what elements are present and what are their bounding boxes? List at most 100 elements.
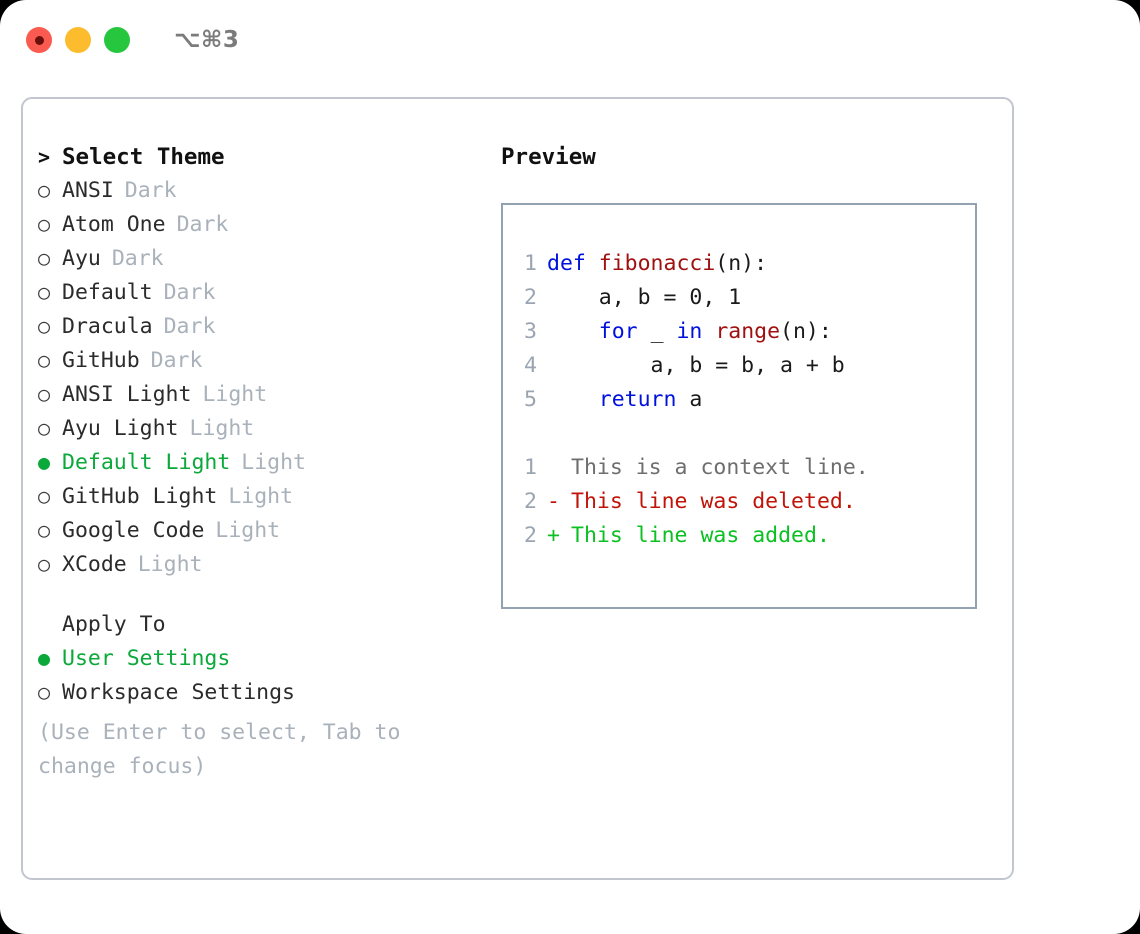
theme-variant-badge: Dark [163, 280, 216, 305]
radio-selected-icon: ● [38, 450, 51, 474]
preview-spacer [503, 417, 975, 451]
minimize-button[interactable] [65, 27, 91, 53]
theme-name: Default Light [62, 450, 231, 475]
theme-list-item[interactable]: ○ Dracula Dark [38, 314, 478, 348]
code-text: a, b = b, a + b [547, 349, 845, 383]
apply-to-label: Workspace Settings [62, 680, 295, 705]
preview-title: Preview [501, 144, 596, 170]
theme-name: ANSI Light [62, 382, 192, 407]
theme-name: Google Code [62, 518, 205, 543]
theme-name: GitHub [62, 348, 140, 373]
radio-unselected-icon: ○ [38, 680, 51, 704]
title-bar: ⌥⌘3 [0, 0, 1140, 80]
code-token: in [676, 319, 716, 344]
apply-to-option[interactable]: ●User Settings [38, 646, 478, 680]
apply-to-option[interactable]: ○ Workspace Settings [38, 680, 478, 714]
theme-variant-badge: Dark [124, 178, 177, 203]
code-token: fibonacci [598, 251, 716, 276]
diff-sample: 1 This is a context line. 2-This line was… [503, 451, 975, 553]
maximize-button[interactable] [104, 27, 130, 53]
theme-variant-badge: Dark [163, 314, 216, 339]
apply-to-label: User Settings [62, 646, 231, 671]
theme-variant-badge: Light [241, 450, 307, 475]
code-token: (n): [780, 319, 832, 344]
theme-name: ANSI [62, 178, 114, 203]
theme-variant-badge: Light [215, 518, 281, 543]
radio-unselected-icon: ○ [38, 416, 51, 440]
theme-name: Default [62, 280, 153, 305]
theme-list-item[interactable]: ○ ANSI Dark [38, 178, 478, 212]
select-theme-title: Select Theme [62, 144, 225, 170]
prompt-caret-icon: > [38, 145, 51, 169]
diff-text: This line was added. [571, 523, 830, 548]
diff-line: 1 This is a context line. [503, 451, 975, 485]
theme-list-item[interactable]: ● Default Light Light [38, 450, 478, 484]
close-button[interactable] [26, 27, 52, 53]
code-token: a [676, 387, 703, 412]
line-number: 1 [524, 251, 537, 276]
diff-text: This is a context line. [571, 455, 869, 480]
diff-line: 2+This line was added. [503, 519, 975, 553]
line-number: 5 [524, 387, 537, 412]
theme-list-item[interactable]: ○ Default Dark [38, 280, 478, 314]
line-number: 2 [524, 523, 537, 548]
code-line: 2 a, b = 0, 1 [503, 281, 975, 315]
theme-variant-badge: Dark [150, 348, 203, 373]
radio-unselected-icon: ○ [38, 314, 51, 338]
line-number: 1 [524, 455, 537, 480]
radio-unselected-icon: ○ [38, 484, 51, 508]
line-number: 3 [524, 319, 537, 344]
theme-name: Dracula [62, 314, 153, 339]
theme-list-item[interactable]: ○ Ayu Light Light [38, 416, 478, 450]
record-indicator-icon [34, 35, 44, 45]
code-text: a, b = 0, 1 [547, 281, 741, 315]
code-text: def fibonacci(n): [547, 247, 767, 281]
radio-unselected-icon: ○ [38, 178, 51, 202]
traffic-light-group [26, 27, 130, 53]
diff-marker: - [547, 489, 560, 514]
apply-to-title: Apply To [62, 612, 166, 637]
theme-list-item[interactable]: ○ GitHub Dark [38, 348, 478, 382]
theme-variant-badge: Dark [176, 212, 229, 237]
code-line: 1 def fibonacci(n): [503, 247, 975, 281]
line-number: 2 [524, 489, 537, 514]
line-number: 2 [524, 285, 537, 310]
theme-name: Ayu [62, 246, 101, 271]
code-token: (n): [715, 251, 768, 276]
code-line: 3 for _ in range(n): [503, 315, 975, 349]
radio-unselected-icon: ○ [38, 552, 51, 576]
code-token: _ [637, 319, 677, 344]
radio-unselected-icon: ○ [38, 382, 51, 406]
theme-list-item[interactable]: ○ Google Code Light [38, 518, 478, 552]
select-theme-header: > Select Theme [38, 144, 478, 178]
code-line: 4 a, b = b, a + b [503, 349, 975, 383]
theme-name: Ayu Light [62, 416, 179, 441]
radio-unselected-icon: ○ [38, 246, 51, 270]
radio-unselected-icon: ○ [38, 348, 51, 372]
radio-unselected-icon: ○ [38, 518, 51, 542]
code-token: return [598, 387, 677, 412]
keyboard-hint-text: (Use Enter to select, Tab to change focu… [38, 720, 401, 779]
theme-variant-badge: Light [137, 552, 203, 577]
spacer-icon: ○ [38, 614, 62, 634]
code-token: def [547, 251, 599, 276]
apply-to-list: ●User Settings○ Workspace Settings [38, 646, 478, 714]
code-text: for _ in range(n): [547, 315, 832, 349]
theme-variant-badge: Light [228, 484, 294, 509]
radio-unselected-icon: ○ [38, 280, 51, 304]
code-token: a, b = 0, 1 [547, 285, 742, 310]
theme-variant-badge: Light [189, 416, 255, 441]
theme-name: Atom One [62, 212, 166, 237]
